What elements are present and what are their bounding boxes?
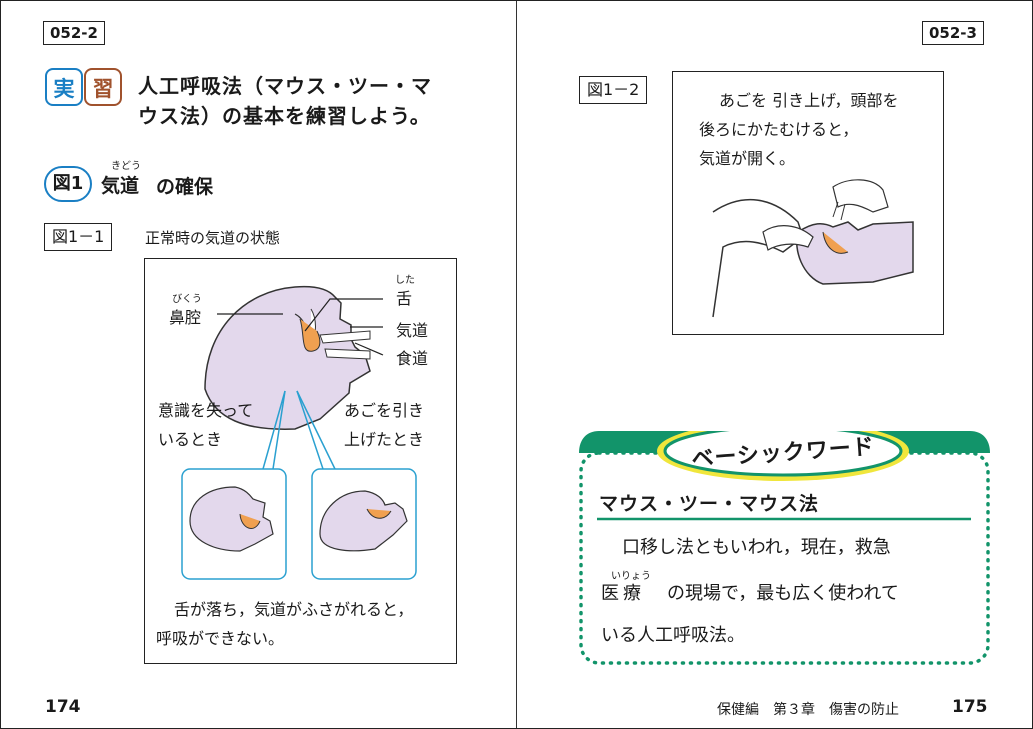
jaw-lift-line-1: あごを引き — [344, 401, 425, 420]
figure-1-2-caption-line-1: あごを 引き上げ，頭部を — [719, 91, 899, 110]
airway-label: 気道 — [396, 321, 429, 340]
airway-illustration — [181, 285, 417, 580]
page-gutter — [516, 1, 517, 728]
figure-1-1-box — [144, 258, 457, 664]
definition-medical-word: 医療 — [601, 583, 645, 604]
lesson-title: 人工呼吸法（マウス・ツー・マ ウス法）の基本を練習しよう。 — [138, 71, 432, 131]
figure-1-2-label: 図1－2 — [579, 76, 648, 104]
practice-badge-2: 習 — [84, 68, 122, 106]
unconscious-line-1: 意識を失って — [158, 401, 254, 420]
figure-1-2-box: あごを 引き上げ，頭部を 後ろにかたむけると， 気道が開く。 — [672, 71, 944, 335]
obstruction-note-line-2: 呼吸ができない。 — [156, 629, 285, 648]
obstruction-note-line-1: 舌が落ち，気道がふさがれると， — [174, 600, 414, 619]
tongue-label: 舌 — [396, 289, 413, 308]
chapter-footer: 保健編 第３章 傷害の防止 — [717, 702, 899, 718]
nasal-cavity-label: 鼻腔 — [169, 308, 202, 327]
unconscious-caption: 意識を失って いるとき — [158, 396, 253, 454]
figure-1-2-caption-line-3: 気道が開く。 — [699, 149, 796, 168]
right-page-code: 052-3 — [922, 21, 984, 45]
figure-1-2-caption: あごを 引き上げ，頭部を 後ろにかたむけると， 気道が開く。 — [699, 86, 899, 173]
esophagus-label: 食道 — [396, 349, 429, 368]
airway-ruby: きどう — [111, 161, 141, 172]
jaw-lift-illustration — [712, 179, 914, 318]
right-page-number: 175 — [952, 697, 988, 717]
figure-1-2-caption-line-2: 後ろにかたむけると， — [699, 120, 859, 139]
lesson-title-line2: ウス法）の基本を練習しよう。 — [138, 104, 431, 128]
left-page-number: 174 — [45, 697, 81, 717]
figure-number-badge: 図1 — [44, 166, 92, 202]
unconscious-line-2: いるとき — [158, 430, 223, 449]
jaw-lift-line-2: 上げたとき — [344, 430, 425, 449]
definition-line-1: 口移し法ともいわれ，現在，救急 — [622, 537, 891, 558]
figure-heading-rest: の確保 — [156, 176, 214, 198]
sub-figure-label: 図1－1 — [44, 223, 113, 251]
jaw-lift-caption: あごを引き 上げたとき — [344, 396, 424, 454]
obstruction-note: 舌が落ち，気道がふさがれると， 呼吸ができない。 — [156, 595, 413, 653]
definition-line-3: いる人工呼吸法。 — [601, 625, 745, 646]
basic-word-frame — [579, 431, 990, 665]
left-page-code: 052-2 — [43, 21, 105, 45]
basic-word-term: マウス・ツー・マウス法 — [599, 493, 820, 515]
tongue-ruby: した — [395, 275, 415, 286]
lesson-title-line1: 人工呼吸法（マウス・ツー・マ — [138, 74, 432, 98]
basic-word-box: ベーシックワード マウス・ツー・マウス法 口移し法ともいわれ，現在，救急 いりょ… — [579, 431, 990, 666]
nasal-cavity-ruby: びくう — [172, 294, 202, 305]
definition-line-2: の現場で，最も広く使われて — [667, 583, 899, 604]
figure-heading-word: 気道 — [101, 175, 140, 197]
sub-figure-caption: 正常時の気道の状態 — [145, 229, 281, 247]
medical-ruby: いりょう — [611, 571, 651, 582]
practice-badge-1: 実 — [45, 68, 83, 106]
